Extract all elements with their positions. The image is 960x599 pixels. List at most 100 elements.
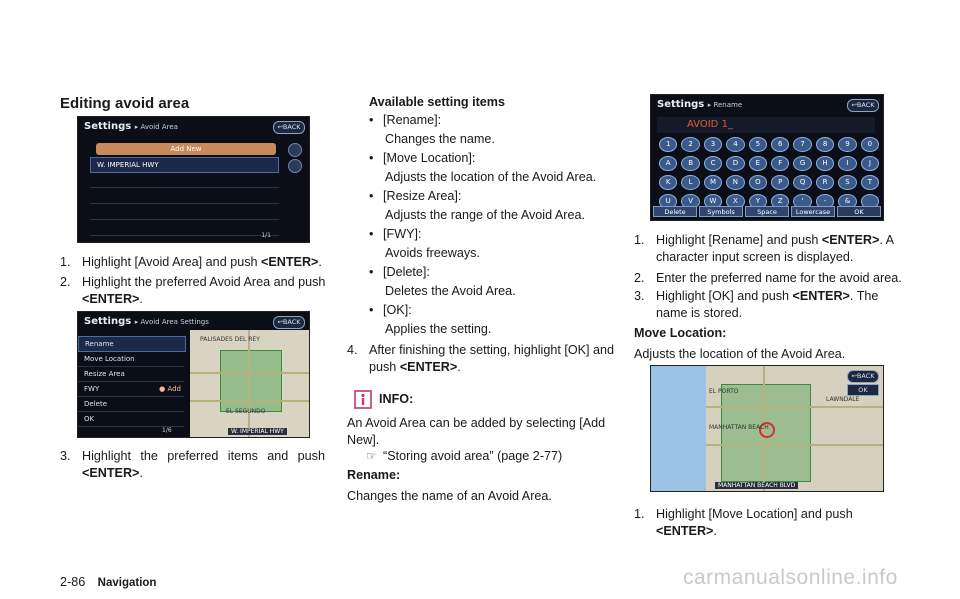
back-button[interactable]: ↩BACK (273, 121, 305, 134)
page-counter: 1/1 (261, 232, 271, 239)
key-button[interactable]: L (681, 175, 700, 190)
avoid-area-item[interactable]: W. IMPERIAL HWY (90, 157, 279, 173)
menu-rename[interactable]: Rename (78, 336, 186, 352)
keyboard-ok-button[interactable]: OK (837, 206, 881, 217)
rename-step-1: 1. Highlight [Rename] and push <ENTER>. … (634, 233, 894, 264)
map-label: EL PORTO (709, 388, 739, 395)
key-button[interactable]: S (838, 175, 857, 190)
keyboard-symbols-button[interactable]: Symbols (699, 206, 743, 217)
key-button[interactable]: 5 (748, 137, 768, 152)
crosshair-icon[interactable] (759, 422, 775, 438)
rename-text: Changes the name of an Avoid Area. (347, 489, 552, 503)
key-button[interactable]: 8 (815, 137, 835, 152)
menu-delete[interactable]: Delete (78, 397, 184, 412)
info-icon (353, 388, 373, 410)
setting-item: •[Resize Area]: (369, 189, 462, 203)
menu-ok[interactable]: OK (78, 412, 184, 427)
section-name: Navigation (97, 577, 157, 589)
info-title: INFO: (379, 392, 414, 406)
list-row (90, 205, 279, 220)
menu-fwy[interactable]: FWY● Add (78, 382, 184, 397)
step-1: 1. Highlight [Avoid Area] and push <ENTE… (60, 255, 322, 269)
screen-title: Settings ▸ Rename (657, 99, 743, 110)
name-entry-field[interactable]: AVOID 1_ (657, 117, 875, 133)
key-button[interactable]: I (838, 156, 857, 171)
keyboard-delete-button[interactable]: Delete (653, 206, 697, 217)
map-label: EL SEGUNDO (226, 408, 266, 415)
key-button[interactable]: 0 (860, 137, 880, 152)
key-button[interactable]: E (748, 156, 768, 171)
screen-title: Settings ▸ Avoid Area Settings (84, 316, 209, 327)
list-row (90, 221, 279, 236)
back-button[interactable]: ↩BACK (273, 316, 305, 329)
setting-desc: Changes the name. (385, 132, 495, 146)
setting-item: •[FWY]: (369, 227, 422, 241)
add-new-button[interactable]: Add New (96, 143, 276, 155)
fwy-add-toggle[interactable]: ● Add (159, 385, 181, 393)
key-button[interactable]: G (793, 156, 812, 171)
map-label: PALISADES DEL REY (200, 336, 260, 343)
rename-heading: Rename: (347, 468, 401, 482)
map-view: PALISADES DEL REY EL SEGUNDO W. IMPERIAL… (190, 330, 309, 437)
step-3: 3. Highlight the preferred items and pus… (60, 449, 325, 480)
avoid-area-screen: Settings ▸ Avoid Area ↩BACK Add New W. I… (77, 116, 310, 243)
move-location-screen: EL PORTO LAWNDALE MANHATTAN BEACH MANHAT… (650, 365, 884, 492)
map-label: MANHATTAN BEACH (709, 424, 769, 431)
key-button[interactable]: T (860, 175, 880, 190)
key-button[interactable]: H (815, 156, 835, 171)
step-4: 4. After finishing the setting, highligh… (347, 343, 615, 374)
map-label: LAWNDALE (826, 396, 860, 403)
key-button[interactable]: M (703, 175, 723, 190)
back-button[interactable]: ↩BACK (847, 370, 879, 383)
key-button[interactable]: K (659, 175, 678, 190)
key-button[interactable]: 6 (771, 137, 790, 152)
setting-item: •[Rename]: (369, 113, 442, 127)
move-location-text: Adjusts the location of the Avoid Area. (634, 347, 846, 361)
keyboard-lowercase-button[interactable]: Lowercase (791, 206, 835, 217)
reference-icon: ☞ (366, 449, 377, 463)
settings-menu: Rename Move Location Resize Area FWY● Ad… (78, 336, 190, 427)
keyboard-space-button[interactable]: Space (745, 206, 789, 217)
key-button[interactable]: A (659, 156, 678, 171)
available-items-heading: Available setting items (369, 95, 506, 109)
scroll-up-icon[interactable] (288, 143, 302, 157)
list-row (90, 173, 279, 188)
key-button[interactable]: C (703, 156, 723, 171)
page-counter: 1/6 (162, 427, 172, 434)
key-button[interactable]: J (860, 156, 880, 171)
key-button[interactable]: 3 (703, 137, 723, 152)
scroll-down-icon[interactable] (288, 159, 302, 173)
back-button[interactable]: ↩BACK (847, 99, 879, 112)
setting-item: •[OK]: (369, 303, 412, 317)
key-button[interactable]: P (771, 175, 790, 190)
key-button[interactable]: R (815, 175, 835, 190)
key-button[interactable]: 2 (681, 137, 700, 152)
page-reference: “Storing avoid area” (page 2-77) (383, 449, 563, 463)
street-label: W. IMPERIAL HWY (228, 428, 287, 435)
key-button[interactable]: 1 (659, 137, 678, 152)
key-button[interactable]: Z (771, 194, 790, 209)
section-heading: Editing avoid area (60, 95, 190, 112)
menu-move-location[interactable]: Move Location (78, 352, 184, 367)
key-button[interactable]: D (726, 156, 745, 171)
key-button[interactable]: 9 (838, 137, 857, 152)
avoid-area-settings-screen: Settings ▸ Avoid Area Settings ↩BACK PAL… (77, 311, 310, 438)
setting-desc: Avoids freeways. (385, 246, 480, 260)
key-button[interactable]: B (681, 156, 700, 171)
menu-resize-area[interactable]: Resize Area (78, 367, 184, 382)
setting-desc: Deletes the Avoid Area. (385, 284, 516, 298)
key-button[interactable]: F (771, 156, 790, 171)
key-button[interactable]: Q (793, 175, 812, 190)
step-2: 2. Highlight the preferred Avoid Area an… (60, 275, 326, 306)
key-button[interactable]: 4 (726, 137, 745, 152)
key-button[interactable]: O (748, 175, 768, 190)
key-button[interactable]: 7 (793, 137, 812, 152)
ok-button[interactable]: OK (847, 384, 879, 396)
key-button[interactable]: N (726, 175, 745, 190)
